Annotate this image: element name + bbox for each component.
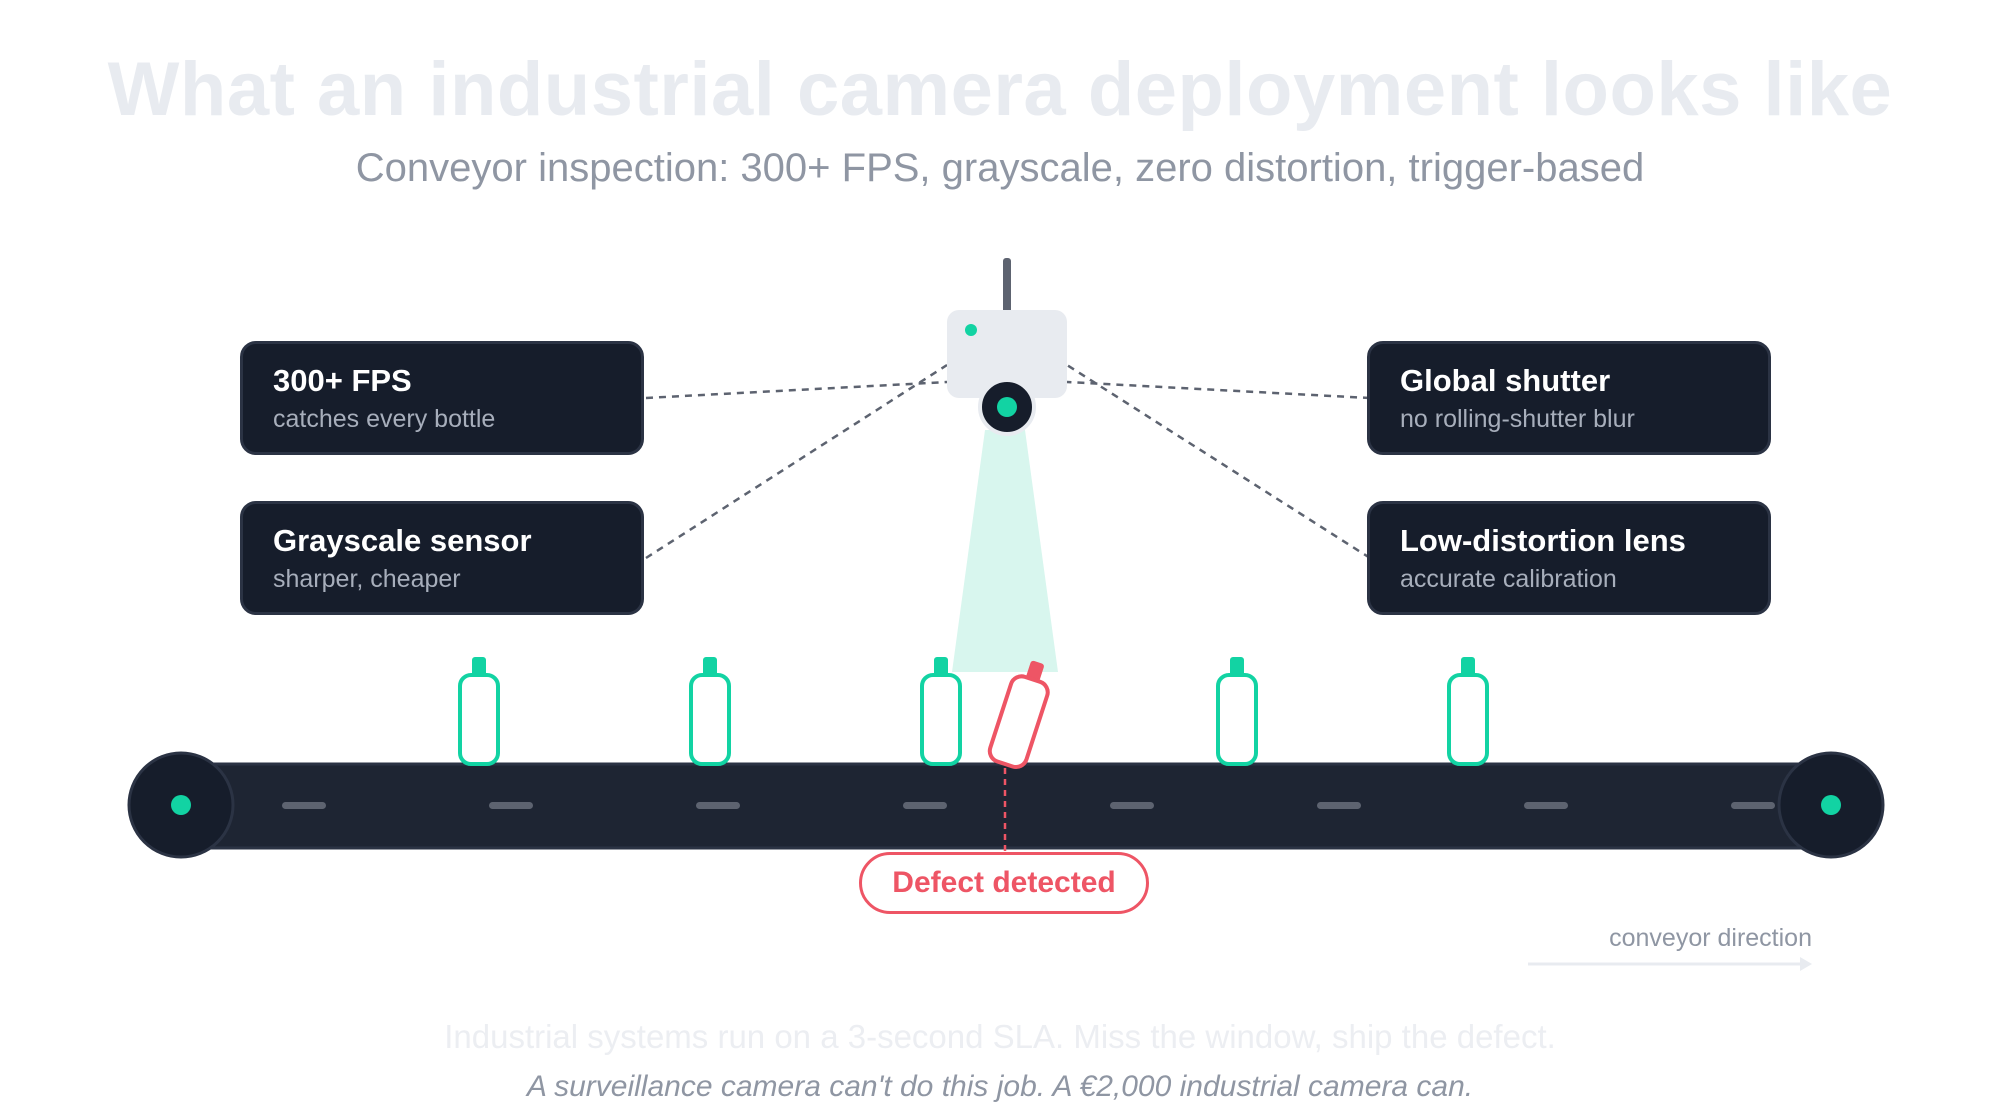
card-subtitle: no rolling-shutter blur (1400, 405, 1635, 433)
card-subtitle: sharper, cheaper (273, 565, 461, 593)
connector-grayscale (645, 363, 948, 560)
bottle-body-icon (458, 673, 500, 766)
card-low-distortion: Low-distortion lens accurate calibration (1367, 501, 1771, 615)
belt-mark (282, 802, 326, 809)
card-fps: 300+ FPS catches every bottle (240, 341, 644, 455)
defect-detected-badge: Defect detected (859, 852, 1149, 914)
card-grayscale: Grayscale sensor sharper, cheaper (240, 501, 644, 615)
camera-mount (1003, 258, 1011, 314)
good-bottle-3 (920, 657, 962, 766)
belt-marks (282, 802, 1775, 809)
footer-sla-text: Industrial systems run on a 3-second SLA… (444, 1018, 1556, 1055)
card-global-shutter: Global shutter no rolling-shutter blur (1367, 341, 1771, 455)
belt-mark (903, 802, 947, 809)
belt-mark (1110, 802, 1154, 809)
footer-tagline: A surveillance camera can't do this job.… (526, 1070, 1474, 1103)
bottle-body-icon (1447, 673, 1489, 766)
camera-body (947, 310, 1067, 398)
bottle-body-icon (987, 674, 1050, 770)
connector-lines (645, 363, 1371, 560)
camera-status-led (965, 324, 977, 336)
card-subtitle: accurate calibration (1400, 565, 1617, 593)
left-roller-hub (171, 795, 191, 815)
good-bottle-5 (1447, 657, 1489, 766)
bottle-body-icon (1216, 673, 1258, 766)
good-bottle-4 (1216, 657, 1258, 766)
camera-lens-center (997, 397, 1017, 417)
belt-mark (1317, 802, 1361, 809)
card-title: 300+ FPS (273, 363, 412, 398)
page-subtitle: Conveyor inspection: 300+ FPS, grayscale… (355, 146, 1645, 190)
good-bottle-2 (689, 657, 731, 766)
connector-low-distortion (1066, 363, 1371, 560)
industrial-camera (947, 258, 1067, 436)
card-subtitle: catches every bottle (273, 405, 496, 433)
direction-arrow-icon (1528, 957, 1812, 971)
connector-fps (645, 380, 948, 400)
conveyor-direction-label: conveyor direction (1609, 924, 1812, 952)
defective-bottle (987, 660, 1050, 770)
right-roller-hub (1821, 795, 1841, 815)
belt-mark (489, 802, 533, 809)
card-title: Global shutter (1400, 363, 1611, 398)
card-title: Grayscale sensor (273, 523, 532, 558)
belt-mark (696, 802, 740, 809)
connector-global-shutter (1066, 380, 1371, 400)
bottle-body-icon (920, 673, 962, 766)
belt-mark (1524, 802, 1568, 809)
camera-light-beam (952, 430, 1058, 672)
page-title: What an industrial camera deployment loo… (107, 47, 1893, 132)
bottle-body-icon (689, 673, 731, 766)
belt-mark (1731, 802, 1775, 809)
good-bottles (458, 657, 1489, 766)
card-title: Low-distortion lens (1400, 523, 1686, 558)
good-bottle-1 (458, 657, 500, 766)
